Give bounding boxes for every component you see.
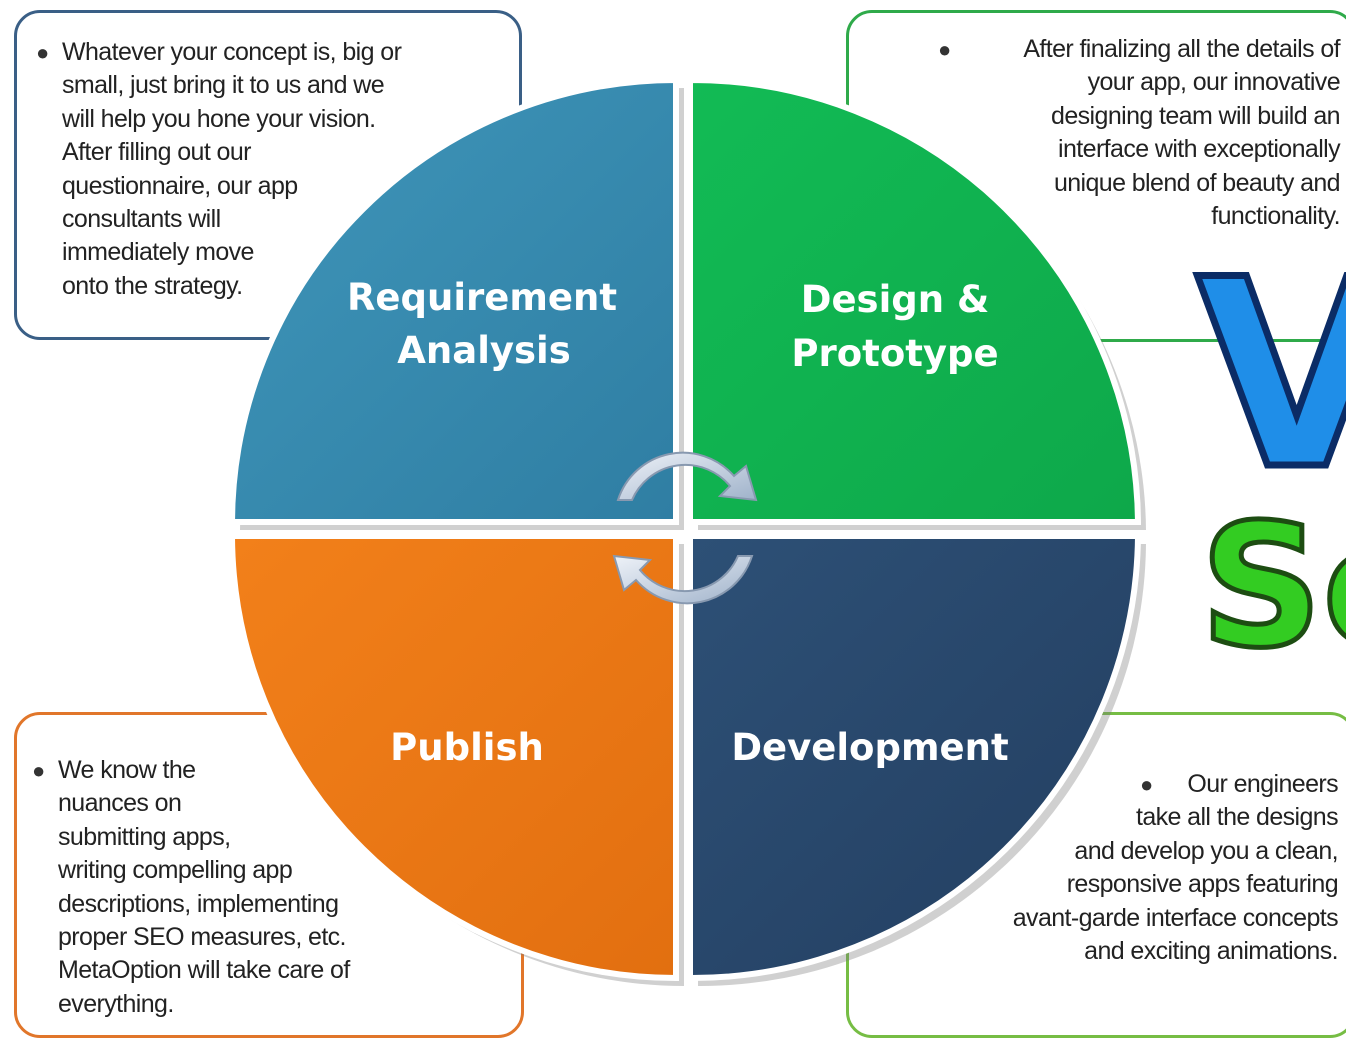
publish-description: We know the nuances on submitting apps, … bbox=[58, 756, 350, 1018]
design-title-line2: Prototype bbox=[791, 332, 998, 375]
bullet-dot-icon: ● bbox=[938, 37, 952, 62]
development-quadrant bbox=[687, 533, 1142, 982]
design-description: After finalizing all the details of your… bbox=[1023, 35, 1340, 231]
cycle-arrows-icon bbox=[612, 451, 758, 605]
bullet-dot-icon: ● bbox=[36, 40, 50, 65]
development-title: Development bbox=[731, 726, 1008, 769]
publish-title: Publish bbox=[390, 726, 544, 769]
brand-letter-v: V bbox=[1196, 225, 1346, 527]
brand-overlay: V Se bbox=[1193, 222, 1346, 689]
requirement-description: Whatever your concept is, big or small, … bbox=[62, 38, 402, 300]
requirement-title-line2: Analysis bbox=[397, 329, 570, 372]
design-prototype-quadrant bbox=[687, 76, 1142, 525]
publish-quadrant bbox=[228, 533, 679, 982]
requirement-analysis-quadrant bbox=[228, 76, 679, 525]
requirement-title-line1: Requirement bbox=[347, 276, 617, 319]
design-title-line1: Design & bbox=[801, 278, 990, 321]
brand-letters-se: Se bbox=[1200, 488, 1346, 686]
bullet-dot-icon: ● bbox=[32, 758, 46, 783]
development-description: Our engineers take all the designs and d… bbox=[1012, 770, 1339, 966]
bullet-dot-icon: ● bbox=[1140, 772, 1154, 797]
